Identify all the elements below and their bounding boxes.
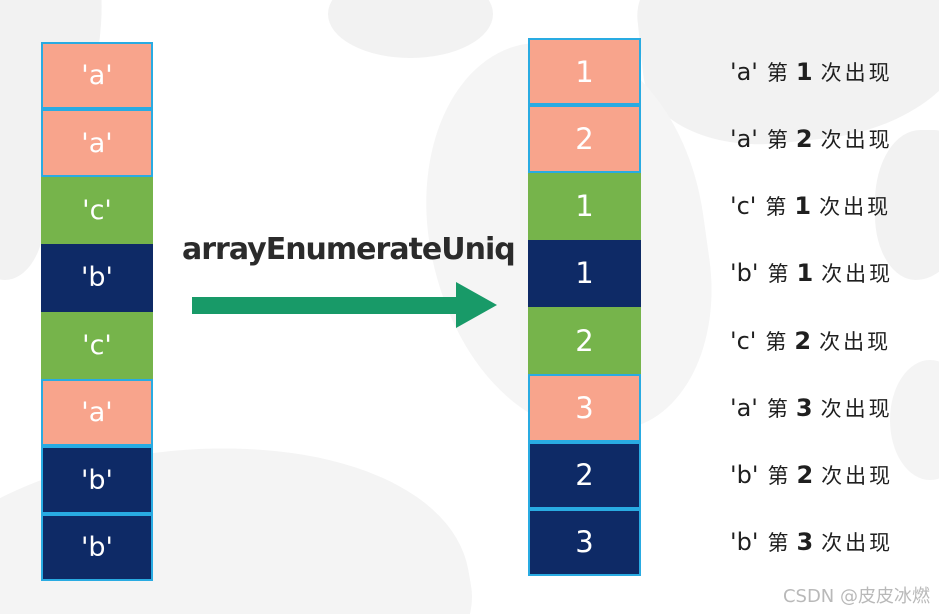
annotation-row: 'b' 第 3 次出现 — [730, 509, 935, 576]
input-array-cell: 'c' — [41, 311, 153, 379]
input-array-cell: 'b' — [41, 446, 153, 514]
annotation-row: 'a' 第 3 次出现 — [730, 374, 935, 441]
output-array-cell: 2 — [528, 105, 641, 173]
arrow-head-icon — [456, 282, 497, 328]
annotation-count: 3 — [795, 393, 813, 422]
annotation-row: 'c' 第 1 次出现 — [730, 173, 935, 240]
output-array-cell: 1 — [528, 172, 641, 240]
annotation-letter: 'a' — [730, 57, 758, 86]
function-name-label: arrayEnumerateUniq — [182, 232, 516, 267]
annotation-letter: 'c' — [730, 326, 757, 355]
annotation-row: 'b' 第 1 次出现 — [730, 240, 935, 307]
annotation-word-suffix: 次出现 — [819, 195, 892, 220]
input-array-cell: 'b' — [41, 244, 153, 312]
annotation-letter: 'c' — [730, 192, 757, 221]
annotation-letter: 'a' — [730, 393, 758, 422]
annotation-letter: 'b' — [730, 461, 759, 490]
input-array-cell: 'b' — [41, 513, 153, 582]
annotation-word-suffix: 次出现 — [821, 262, 894, 287]
annotation-word-di: 第 — [766, 127, 788, 152]
annotation-word-di: 第 — [766, 60, 788, 85]
annotation-letter: 'b' — [730, 259, 759, 288]
input-array-cell: 'a' — [41, 42, 153, 110]
annotation-word-di: 第 — [766, 396, 788, 421]
annotation-word-di: 第 — [765, 195, 787, 220]
annotation-word-di: 第 — [767, 262, 789, 287]
annotation-letter: 'b' — [730, 528, 759, 557]
input-array-column: 'a' 'a' 'c' 'b' 'c' 'a' 'b' 'b' — [41, 42, 153, 582]
annotation-count: 2 — [795, 124, 813, 153]
annotation-count: 1 — [795, 57, 813, 86]
annotation-word-suffix: 次出现 — [821, 464, 894, 489]
output-array-column: 1 2 1 1 2 3 2 3 — [528, 38, 641, 576]
annotation-count: 1 — [796, 259, 814, 288]
output-array-cell: 3 — [528, 508, 641, 576]
annotation-list: 'a' 第 1 次出现 'a' 第 2 次出现 'c' 第 1 次出现 'b' … — [730, 38, 935, 576]
world-map-background — [328, 0, 493, 58]
output-array-cell: 1 — [528, 38, 641, 106]
annotation-row: 'b' 第 2 次出现 — [730, 442, 935, 509]
annotation-word-suffix: 次出现 — [820, 127, 893, 152]
output-array-cell: 3 — [528, 374, 641, 442]
output-array-cell: 2 — [528, 441, 641, 509]
annotation-letter: 'a' — [730, 124, 758, 153]
annotation-count: 2 — [796, 461, 814, 490]
arrow-shaft — [192, 297, 458, 314]
annotation-word-suffix: 次出现 — [820, 60, 893, 85]
annotation-word-suffix: 次出现 — [820, 396, 893, 421]
annotation-row: 'a' 第 1 次出现 — [730, 38, 935, 105]
annotation-row: 'c' 第 2 次出现 — [730, 307, 935, 374]
input-array-cell: 'c' — [41, 176, 153, 245]
csdn-watermark: CSDN @皮皮冰燃 — [782, 586, 930, 607]
annotation-word-suffix: 次出现 — [821, 531, 894, 556]
annotation-count: 1 — [794, 192, 812, 221]
annotation-word-di: 第 — [767, 531, 789, 556]
annotation-word-di: 第 — [767, 464, 789, 489]
input-array-cell: 'a' — [41, 378, 153, 447]
output-array-cell: 2 — [528, 307, 641, 375]
annotation-word-suffix: 次出现 — [819, 329, 892, 354]
output-array-cell: 1 — [528, 239, 641, 307]
annotation-row: 'a' 第 2 次出现 — [730, 105, 935, 172]
annotation-count: 2 — [794, 326, 812, 355]
annotation-word-di: 第 — [765, 329, 787, 354]
annotation-count: 3 — [796, 528, 814, 557]
input-array-cell: 'a' — [41, 109, 153, 177]
world-map-background — [875, 130, 939, 280]
